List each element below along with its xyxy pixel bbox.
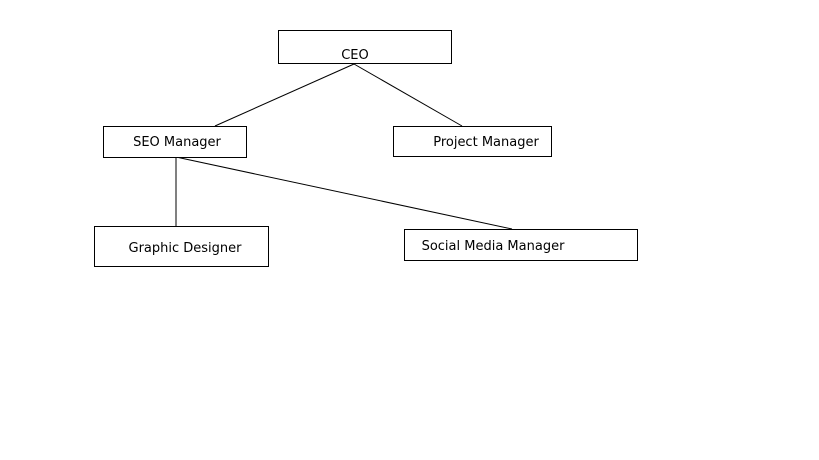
node-ceo-label: CEO — [341, 48, 369, 63]
node-graphic-designer-label: Graphic Designer — [129, 241, 243, 256]
node-graphic-designer-box — [94, 226, 269, 267]
node-social-media-manager: Social Media Manager — [404, 229, 638, 261]
node-seo-manager-label: SEO Manager — [133, 135, 221, 150]
node-graphic-designer: Graphic Designer — [94, 226, 269, 267]
edge-seo-manager-to-social-media-manager — [175, 156, 513, 230]
node-ceo-box — [278, 30, 452, 64]
edge-ceo-to-project-manager — [353, 63, 463, 127]
node-ceo: CEO — [278, 30, 452, 64]
node-project-manager-box — [393, 126, 552, 157]
node-seo-manager-box — [103, 126, 247, 158]
node-social-media-manager-label: Social Media Manager — [422, 239, 565, 254]
node-seo-manager: SEO Manager — [103, 126, 247, 158]
node-project-manager-label: Project Manager — [433, 135, 539, 150]
node-project-manager: Project Manager — [393, 126, 552, 157]
node-social-media-manager-box — [404, 229, 638, 261]
edge-ceo-to-seo-manager — [214, 63, 355, 127]
